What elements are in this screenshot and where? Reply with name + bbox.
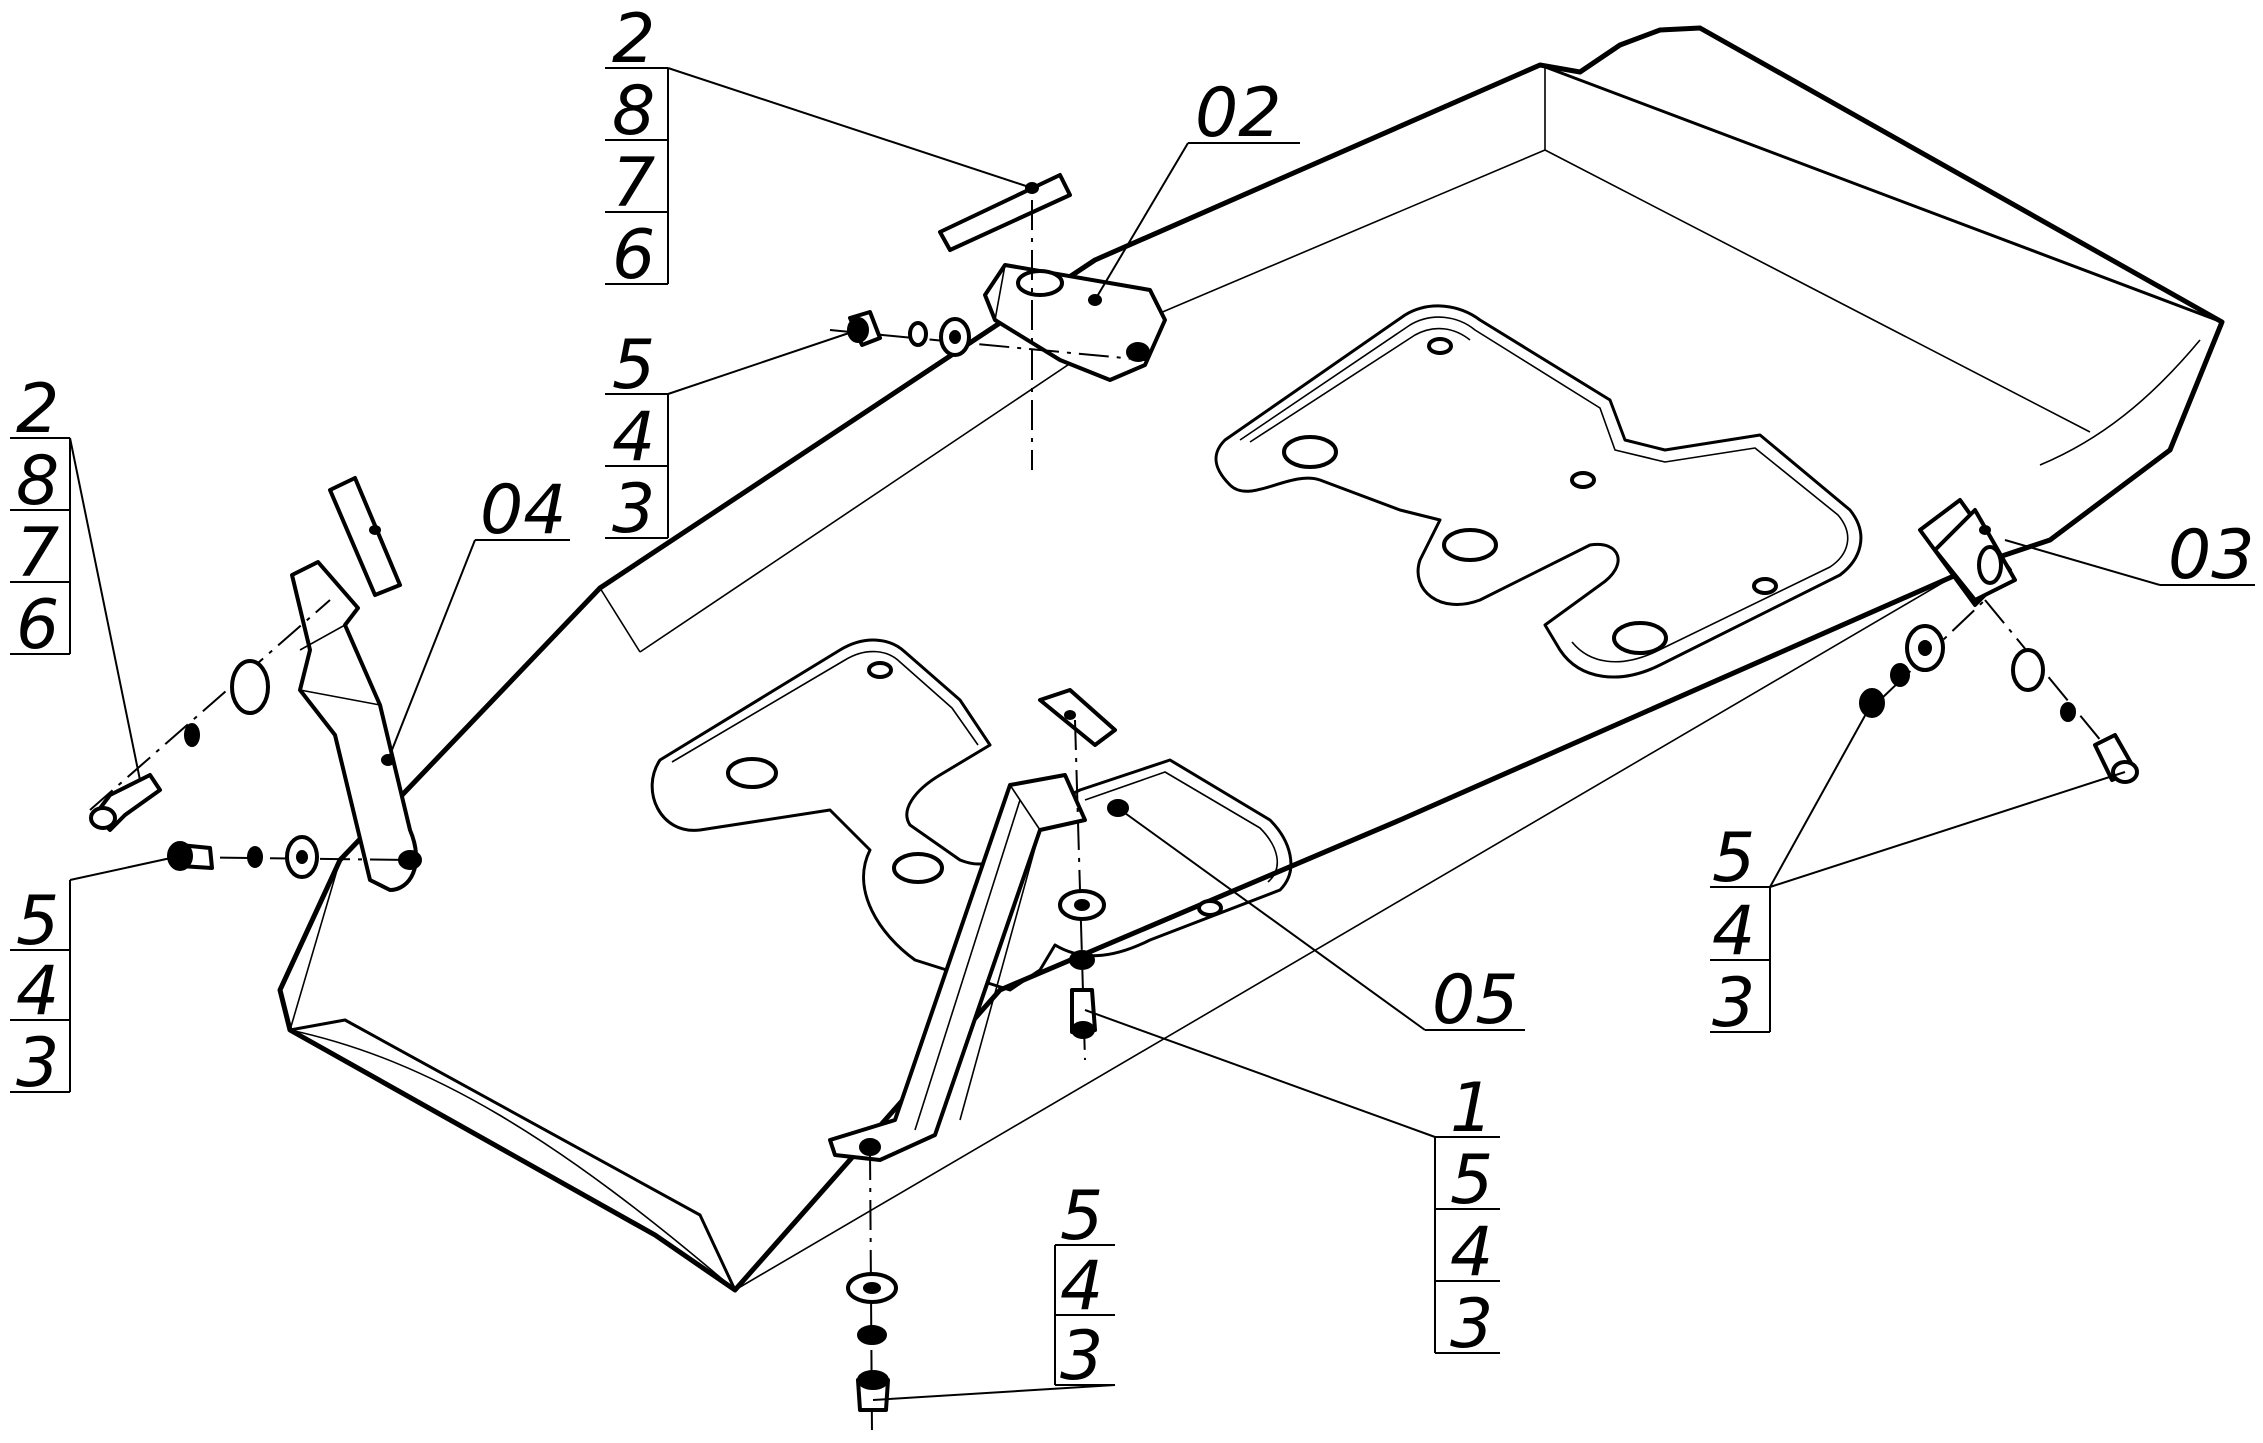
drain-hole bbox=[892, 852, 944, 884]
bracket-03 bbox=[1918, 498, 2017, 607]
drain-hole bbox=[726, 757, 778, 789]
bracket-05 bbox=[828, 688, 1129, 1162]
callout-3: 3 bbox=[1060, 1317, 1103, 1396]
callout-stack-center: 1 5 4 3 bbox=[1434, 1069, 1500, 1364]
callout-4: 4 bbox=[1060, 1247, 1103, 1326]
callout-5: 5 bbox=[16, 882, 59, 961]
leader-lines bbox=[69, 67, 2255, 1401]
callout-stack-right: 5 4 3 bbox=[1710, 819, 1771, 1043]
bracket-04 bbox=[290, 476, 422, 892]
callout-4: 4 bbox=[1450, 1213, 1493, 1292]
fastener-set-left-bottom bbox=[167, 835, 319, 879]
fastener-set-center bbox=[1058, 889, 1106, 1039]
callout-stack-left-bottom: 5 4 3 bbox=[10, 880, 71, 1103]
callout-stack-top-bolt: 5 4 3 bbox=[605, 326, 669, 549]
drain-hole bbox=[1442, 528, 1498, 562]
spring-washer bbox=[1890, 663, 1910, 687]
drain-hole bbox=[1612, 621, 1668, 655]
callout-3: 3 bbox=[1450, 1285, 1493, 1364]
callout-7: 7 bbox=[612, 144, 655, 223]
clamp-plate-02 bbox=[938, 173, 1072, 252]
callout-6: 6 bbox=[16, 586, 59, 665]
clamp-plate-04 bbox=[328, 476, 402, 597]
callout-8: 8 bbox=[16, 442, 59, 521]
callout-5: 5 bbox=[1712, 819, 1755, 898]
spring-washer bbox=[1069, 950, 1095, 970]
rear-stiffener-bead bbox=[1214, 304, 1863, 679]
callout-4: 4 bbox=[16, 952, 59, 1031]
callout-3: 3 bbox=[612, 470, 655, 549]
fastener-set-top bbox=[847, 310, 971, 357]
callout-3: 3 bbox=[1712, 964, 1755, 1043]
callout-02: 02 bbox=[1195, 74, 1282, 153]
callout-3: 3 bbox=[16, 1024, 59, 1103]
callout-5: 5 bbox=[1060, 1177, 1103, 1256]
callout-stack-left-top: 2 8 7 6 bbox=[10, 370, 71, 665]
callout-05: 05 bbox=[1432, 961, 1519, 1040]
callout-04: 04 bbox=[480, 471, 567, 550]
fastener-set-right bbox=[1859, 624, 2139, 784]
flat-washer bbox=[2011, 648, 2045, 692]
callout-4: 4 bbox=[1712, 892, 1755, 971]
callout-stack-top: 2 8 7 6 bbox=[605, 0, 669, 295]
callout-1: 1 bbox=[1450, 1069, 1493, 1148]
fastener-set-bottom bbox=[846, 1272, 898, 1412]
callout-6: 6 bbox=[612, 216, 655, 295]
bracket-02 bbox=[938, 173, 1167, 382]
callout-5: 5 bbox=[1450, 1141, 1493, 1220]
callout-stack-bottom: 5 4 3 bbox=[1054, 1177, 1115, 1396]
drain-hole bbox=[1282, 435, 1338, 469]
spring-washer bbox=[908, 321, 928, 347]
callout-8: 8 bbox=[612, 72, 655, 151]
flat-washer bbox=[230, 659, 270, 715]
callout-5: 5 bbox=[612, 326, 655, 405]
callout-03: 03 bbox=[2168, 516, 2255, 595]
callout-7: 7 bbox=[16, 514, 59, 593]
spring-washer bbox=[2060, 702, 2076, 722]
callout-2: 2 bbox=[612, 0, 655, 79]
callout-2: 2 bbox=[16, 370, 59, 449]
fastener-set-left-top bbox=[89, 659, 270, 832]
callout-4: 4 bbox=[612, 398, 655, 477]
spring-washer bbox=[857, 1325, 887, 1345]
clamp-plate-05 bbox=[1038, 688, 1117, 747]
front-stiffener-bead bbox=[650, 638, 1293, 992]
